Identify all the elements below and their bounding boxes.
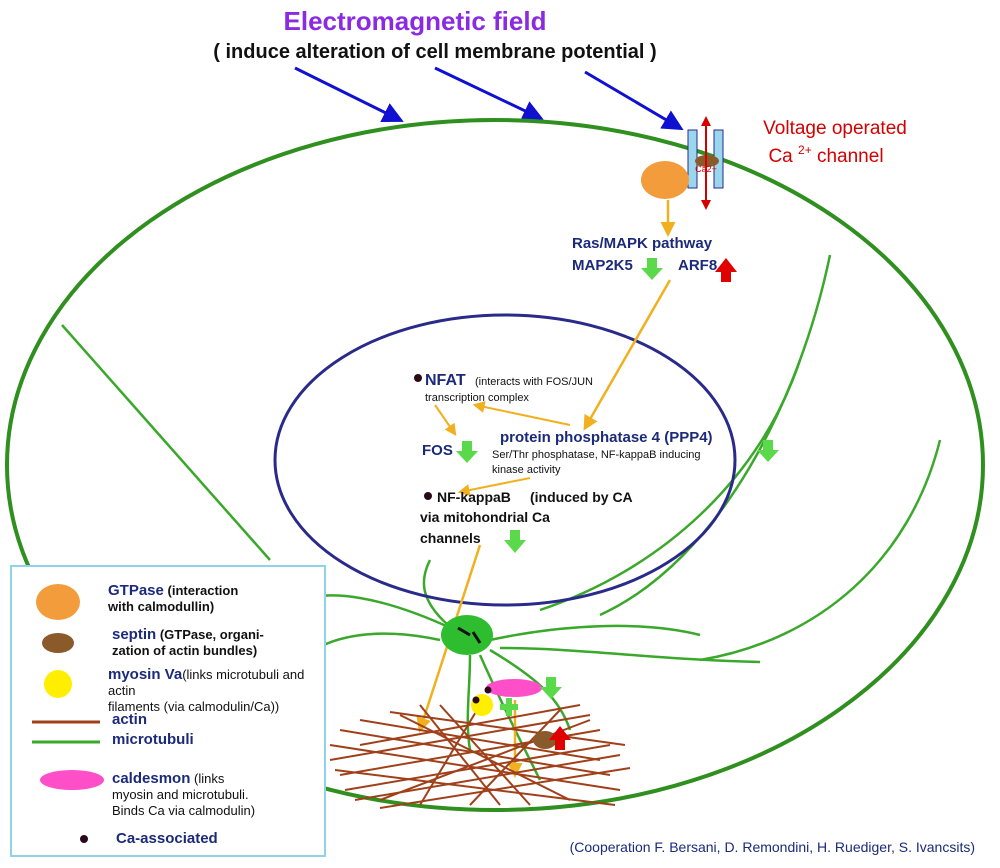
legend-myosin: myosin Va(links microtubuli and actin fi…: [108, 667, 324, 715]
down-arrow-caldesmon: [540, 677, 562, 699]
nfat-name: NFAT: [425, 372, 466, 389]
cell-membrane: [5, 118, 985, 812]
legend-gtpase-note-1: (interaction: [167, 583, 239, 598]
ppp4-name: protein phosphatase 4 (PPP4): [500, 429, 713, 446]
ppp4-note-1: Ser/Thr phosphatase, NF-kappaB inducing: [492, 449, 701, 461]
legend-septin-swatch: [42, 633, 74, 653]
path-arrow-ras-to-nucleus: [583, 279, 672, 431]
up-arrow-arf8: [715, 258, 737, 282]
pathway-title: Ras/MAPK pathway: [572, 235, 713, 252]
nfat-note-2: transcription complex: [425, 392, 529, 404]
field-arrow-3: [584, 70, 684, 131]
cross-arrow-myosin: [500, 698, 518, 716]
path-arrow-nfat-to-fos: [434, 404, 457, 436]
gtpase-at-membrane: [641, 161, 689, 199]
field-arrow-2: [434, 66, 544, 121]
ca-dot-nfkb: [424, 492, 432, 500]
nfat-note-1: (interacts with FOS/JUN: [475, 376, 593, 388]
legend-actin: actin: [112, 712, 147, 728]
nfkb-name: NF-kappaB: [437, 489, 511, 505]
legend-gtpase: GTPase (interaction with calmodullin): [108, 583, 238, 615]
legend-symbols: [32, 584, 104, 843]
pathway-arf8: ARF8: [678, 257, 717, 274]
legend-caldesmon-note-1: (links: [194, 771, 225, 786]
calcium-channel: Ca2+: [687, 116, 724, 210]
legend-gtpase-name: GTPase: [108, 582, 164, 599]
legend-myosin-swatch: [44, 670, 72, 698]
legend-septin-note-1: (GTPase, organi-: [159, 627, 264, 642]
diagram-title: Electromagnetic field: [284, 6, 547, 36]
credit-text: (Cooperation F. Bersani, D. Remondini, H…: [570, 839, 975, 855]
ppp4-note-2: kinase activity: [492, 464, 561, 476]
down-arrow-fos: [456, 441, 478, 463]
path-arrow-ppp4-to-nfkb: [457, 477, 531, 497]
down-arrow-ppp4: [757, 440, 779, 462]
channel-label-line2: Ca 2+ channel: [768, 143, 883, 167]
legend-septin: septin (GTPase, organi- zation of actin …: [112, 627, 264, 659]
septin-at-actin: [533, 731, 557, 749]
down-arrow-nfkb: [504, 530, 526, 553]
centriole-2: [471, 631, 482, 644]
legend-microtubuli: microtubuli: [112, 732, 194, 748]
legend-myosin-note-1: (links microtubuli and actin: [108, 667, 305, 698]
legend-myosin-note-2: filaments (via calmodulin/Ca)): [108, 699, 280, 714]
channel-label-line1: Voltage operated: [763, 118, 907, 139]
centriole-1: [457, 626, 471, 637]
legend-actin-label: actin: [112, 711, 148, 728]
nfkb-note-1: (induced by CA: [530, 489, 633, 505]
centrosome: [441, 615, 493, 655]
down-arrow-map2k5: [641, 258, 663, 280]
diagram-subtitle: ( induce alteration of cell membrane pot…: [213, 41, 656, 63]
legend-gtpase-swatch: [36, 584, 80, 620]
fos-label: FOS: [422, 442, 453, 459]
legend-microtubuli-label: microtubuli: [112, 731, 194, 748]
legend-septin-note-2: zation of actin bundles): [112, 643, 258, 658]
nfkb-note-3: channels: [420, 530, 481, 546]
legend-panel: GTPase (interaction with calmodullin) se…: [10, 565, 326, 857]
field-arrow-1: [294, 66, 404, 122]
legend-caldesmon-swatch: [40, 770, 104, 790]
legend-caldesmon: caldesmon (links myosin and microtubuli.…: [112, 771, 255, 819]
legend-ca-associated-label: Ca-associated: [116, 830, 218, 847]
legend-caldesmon-name: caldesmon: [112, 770, 191, 787]
pathway-map2k5: MAP2K5: [572, 257, 633, 274]
ca-dot-caldesmon: [484, 686, 492, 694]
nucleus-membrane: [273, 313, 737, 607]
legend-caldesmon-note-2: myosin and microtubuli.: [112, 787, 249, 802]
legend-gtpase-note-2: with calmodullin): [108, 599, 215, 614]
legend-myosin-name: myosin Va: [108, 666, 183, 683]
caldesmon-at-actin: [486, 679, 542, 697]
up-arrow-septin: [549, 726, 571, 750]
ca-dot-nfat: [414, 374, 422, 382]
channel-ion-label: Ca2+: [695, 164, 717, 174]
path-arrow-ppp4-to-nfat: [472, 401, 571, 426]
legend-ca-associated: Ca-associated: [116, 831, 218, 847]
nfkb-note-2: via mitohondrial Ca: [420, 509, 550, 525]
ca-dot-myosin: [472, 696, 480, 704]
legend-septin-name: septin: [112, 626, 157, 643]
actin-bundle: [329, 704, 631, 809]
legend-ca-swatch: [80, 835, 88, 843]
legend-caldesmon-note-3: Binds Ca via calmodulin): [112, 803, 256, 818]
